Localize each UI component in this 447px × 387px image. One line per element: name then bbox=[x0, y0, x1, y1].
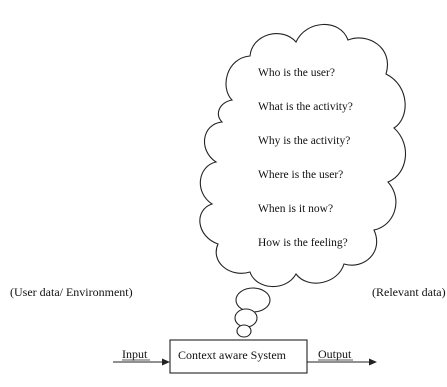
thought-bubble-small bbox=[236, 324, 252, 338]
thought-bubble-medium bbox=[234, 308, 258, 328]
question-why: Why is the activity? bbox=[258, 135, 350, 147]
input-arrow-head bbox=[162, 358, 170, 366]
question-where: Where is the user? bbox=[258, 169, 343, 181]
left-label: (User data/ Environment) bbox=[10, 285, 133, 299]
system-label: Context aware System bbox=[178, 348, 287, 362]
system-box bbox=[169, 339, 308, 374]
question-when: When is it now? bbox=[258, 203, 333, 215]
thought-cloud bbox=[199, 23, 407, 288]
question-how: How is the feeling? bbox=[258, 237, 348, 249]
question-what: What is the activity? bbox=[258, 101, 353, 113]
input-label: Input bbox=[122, 347, 148, 361]
output-arrow-head bbox=[369, 358, 377, 366]
output-label: Output bbox=[318, 347, 352, 361]
thought-bubble-large bbox=[235, 287, 271, 313]
right-label: (Relevant data) bbox=[372, 285, 446, 299]
question-who: Who is the user? bbox=[258, 67, 335, 79]
